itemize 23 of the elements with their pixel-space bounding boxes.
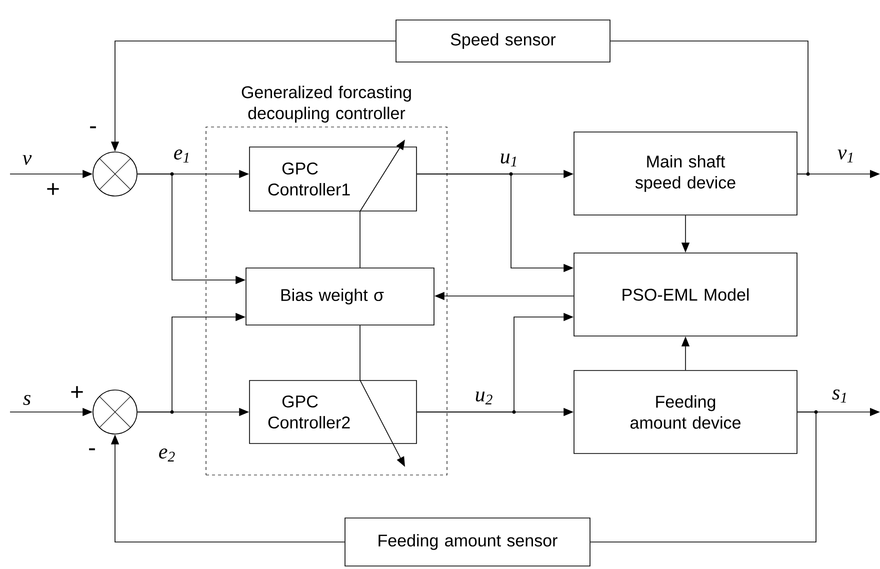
bias-weight-box: Bias weight σ bbox=[246, 268, 434, 326]
signal-label: e$_{1}$ bbox=[174, 150, 189, 162]
signal-label: v bbox=[22, 155, 32, 165]
summing-junction bbox=[92, 152, 138, 196]
controller-box: GPC Controller1 bbox=[249, 146, 417, 212]
signal-label: e$_{2}$ bbox=[159, 448, 175, 462]
model-box: PSO-EML Model bbox=[574, 252, 798, 336]
sign-label: + bbox=[47, 183, 59, 195]
sensor-box: Speed sensor bbox=[396, 20, 610, 62]
node-label: Generalized forcasting decoupling controller bbox=[242, 86, 411, 123]
sign-label: - bbox=[90, 126, 96, 128]
signal-label: v$_{1}$ bbox=[838, 150, 852, 162]
device-box: Feeding amount device bbox=[574, 370, 798, 454]
summing-junction bbox=[92, 390, 138, 434]
controller-box: GPC Controller2 bbox=[249, 380, 417, 444]
signal-label: u$_{2}$ bbox=[476, 392, 492, 404]
sign-label: + bbox=[71, 386, 83, 398]
signal-label: s$_{1}$ bbox=[832, 390, 846, 402]
signal-label: s bbox=[23, 394, 30, 406]
sign-label: - bbox=[89, 448, 95, 450]
sensor-box: Feeding amount sensor bbox=[344, 518, 590, 566]
signal-label: u$_{1}$ bbox=[500, 154, 516, 166]
device-box: Main shaft speed device bbox=[574, 132, 798, 216]
